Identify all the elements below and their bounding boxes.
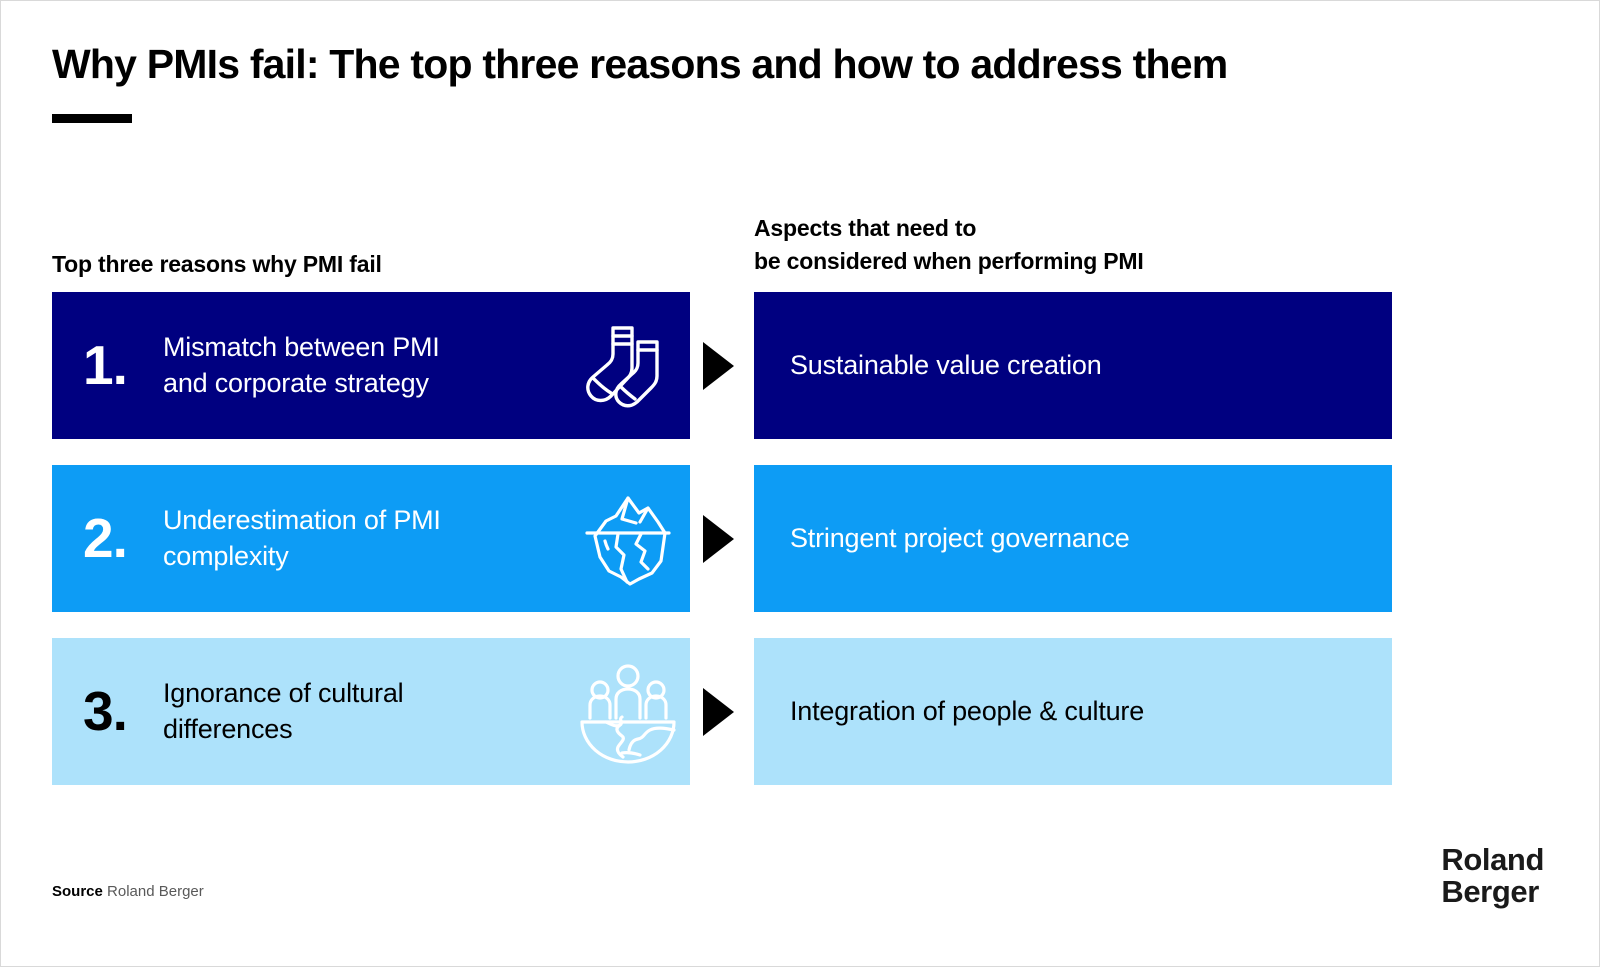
people-globe-icon (576, 660, 680, 764)
title-underline-rule (52, 114, 132, 123)
reason-label-3-line1: Ignorance of cultural (163, 677, 404, 708)
right-column-header-line2: be considered when performing PMI (754, 248, 1144, 275)
right-column-header-line1: Aspects that need to (754, 215, 977, 241)
right-column-header: Aspects that need to be considered when … (754, 212, 1144, 279)
aspect-card-2[interactable]: Stringent project governance (754, 465, 1392, 612)
aspect-card-1[interactable]: Sustainable value creation (754, 292, 1392, 439)
reason-label-3: Ignorance of cultural differences (163, 676, 576, 747)
reason-card-3[interactable]: 3. Ignorance of cultural differences (52, 638, 690, 785)
flow-arrow-3 (703, 688, 734, 736)
roland-berger-logo: Roland Berger (1441, 844, 1544, 907)
source-label: Source (52, 883, 103, 900)
source-value: Roland Berger (107, 883, 204, 900)
reason-card-2[interactable]: 2. Underestimation of PMI complexity (52, 465, 690, 612)
reason-label-1-line1: Mismatch between PMI (163, 331, 440, 362)
logo-line-2: Berger (1441, 873, 1539, 909)
reason-rank-2: 2. (83, 507, 128, 569)
aspect-label-2: Stringent project governance (790, 523, 1130, 553)
reason-label-1-line2: and corporate strategy (163, 367, 429, 398)
reason-label-1: Mismatch between PMI and corporate strat… (163, 330, 576, 401)
left-column-header: Top three reasons why PMI fail (52, 251, 382, 277)
flow-arrow-2 (703, 515, 734, 563)
aspect-label-1: Sustainable value creation (790, 350, 1102, 380)
socks-icon (576, 314, 680, 418)
aspect-label-3: Integration of people & culture (790, 696, 1145, 726)
reason-label-2-line1: Underestimation of PMI (163, 504, 441, 535)
reason-label-2: Underestimation of PMI complexity (163, 503, 576, 574)
aspect-card-3[interactable]: Integration of people & culture (754, 638, 1392, 785)
source-note: Source Roland Berger (52, 883, 204, 900)
page-title: Why PMIs fail: The top three reasons and… (52, 41, 1228, 87)
flow-arrow-1 (703, 342, 734, 390)
iceberg-icon (576, 487, 680, 591)
reason-rank-3: 3. (83, 680, 128, 742)
reason-label-3-line2: differences (163, 713, 293, 744)
reason-rank-1: 1. (83, 334, 128, 396)
reason-label-2-line2: complexity (163, 540, 289, 571)
logo-line-1: Roland (1441, 842, 1544, 877)
reason-card-1[interactable]: 1. Mismatch between PMI and corporate st… (52, 292, 690, 439)
